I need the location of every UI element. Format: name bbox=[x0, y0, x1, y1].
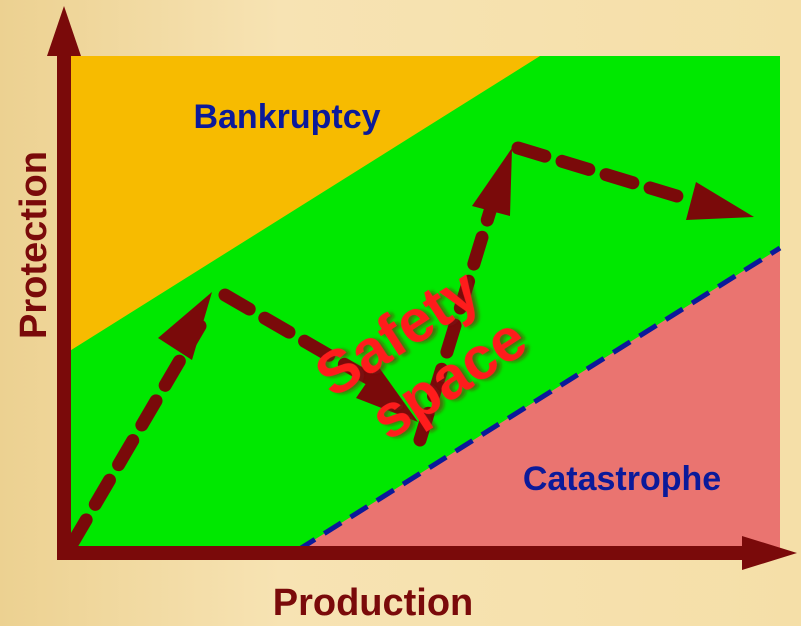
bankruptcy-label: Bankruptcy bbox=[193, 98, 380, 136]
catastrophe-boundary-line bbox=[296, 245, 782, 553]
y-axis-label: Protection bbox=[13, 151, 55, 339]
path-segment-3 bbox=[413, 178, 505, 447]
arrowhead-4 bbox=[686, 182, 754, 220]
trajectory-arrowheads bbox=[158, 148, 754, 422]
x-axis-arrowhead bbox=[742, 536, 797, 570]
path-segment-2 bbox=[218, 288, 387, 392]
x-axis-label: Production bbox=[273, 582, 474, 624]
y-axis-line bbox=[57, 42, 71, 556]
arrowhead-2 bbox=[356, 366, 418, 422]
bankruptcy-region bbox=[68, 56, 540, 352]
y-axis-arrowhead bbox=[47, 6, 81, 56]
catastrophe-label: Catastrophe bbox=[523, 460, 721, 498]
path-segment-1 bbox=[65, 319, 207, 551]
trajectory-path bbox=[65, 141, 697, 551]
path-segment-4 bbox=[511, 141, 697, 207]
arrowhead-3 bbox=[472, 148, 512, 216]
arrowhead-1 bbox=[158, 292, 212, 360]
axes bbox=[47, 6, 797, 570]
x-axis-line bbox=[57, 546, 747, 560]
